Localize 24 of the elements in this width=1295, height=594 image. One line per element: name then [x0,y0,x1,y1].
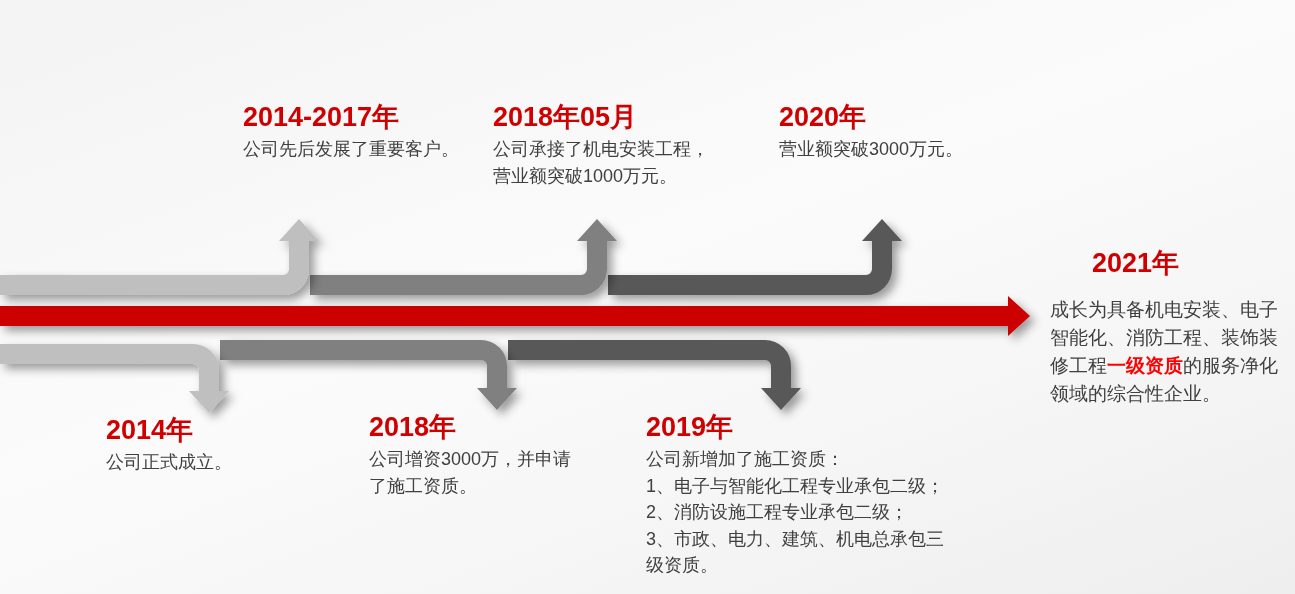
year-heading: 2020年 [779,101,867,134]
milestone-text: 公司先后发展了重要客户。 [243,138,460,161]
timeline-arrow [0,296,1030,336]
year-heading: 2021年 [1092,247,1180,280]
milestone-text: 营业额突破3000万元。 [779,138,965,161]
milestone-text: 成长为具备机电安装、电子智能化、消防工程、装饰装修工程一级资质的服务净化领域的综合性企业。 [1050,298,1279,406]
milestone-text: 公司正式成立。 [106,451,233,474]
bent-arrow [508,340,801,410]
milestone-text: 公司新增加了施工资质： [646,448,845,471]
year-heading: 2019年 [646,411,734,444]
year-heading: 2018年05月 [493,101,638,134]
milestone-text: 3、市政、电力、建筑、机电总承包三级资质。 [646,527,945,577]
milestone-text: 公司增资3000万，并申请了施工资质。 [369,448,573,498]
milestone-text: 公司承接了机电安装工程，营业额突破1000万元。 [493,138,710,188]
bent-arrow [0,219,319,295]
bent-arrow [310,219,617,295]
bent-arrow [220,340,517,410]
year-heading: 2014-2017年 [243,101,400,134]
bent-arrow [0,344,229,413]
milestone-text: 1、电子与智能化工程专业承包二级； [646,474,945,498]
bent-arrow [608,219,902,295]
year-heading: 2018年 [369,411,457,444]
year-heading: 2014年 [106,414,194,447]
milestone-text: 2、消防设施工程专业承包二级； [646,501,909,524]
